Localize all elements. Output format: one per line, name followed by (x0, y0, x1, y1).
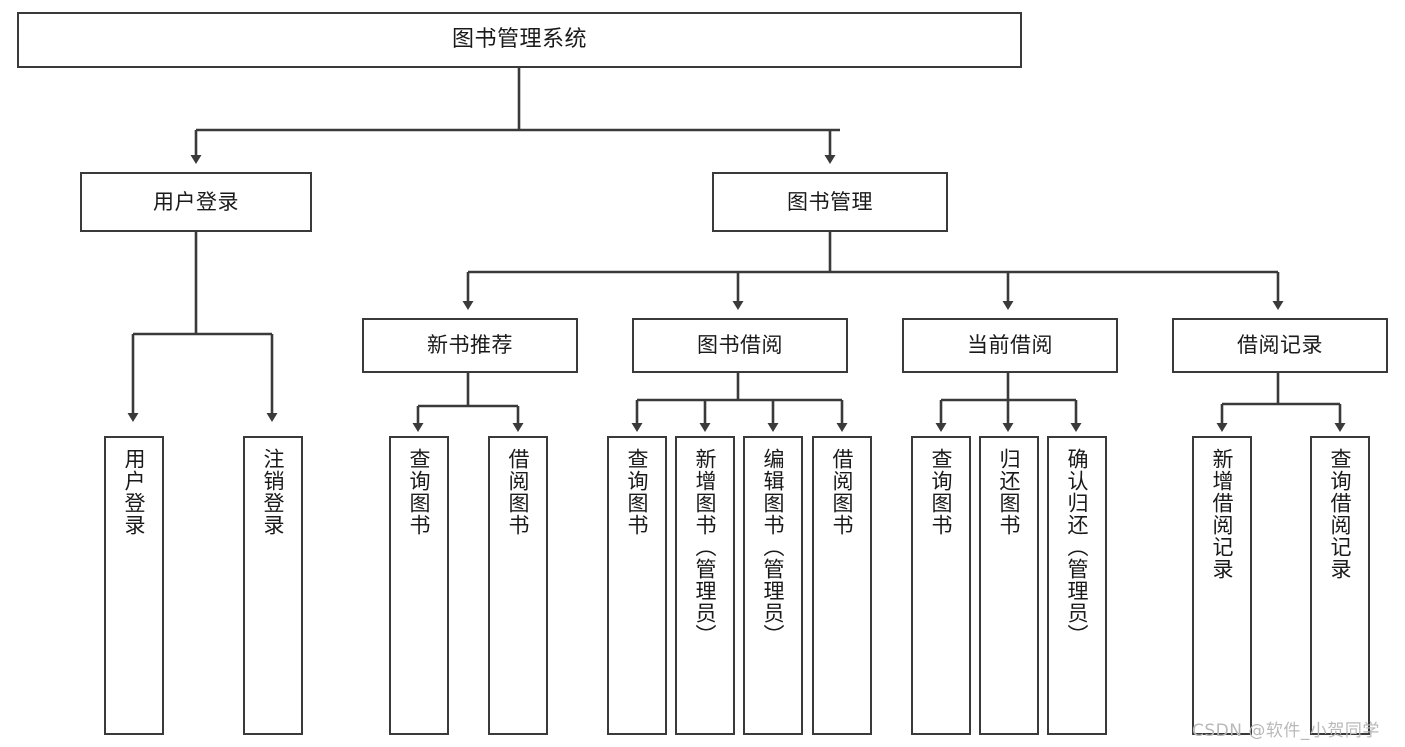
node-label: 图书管理 (787, 189, 873, 214)
leaf-borrow-book[interactable]: 借阅图书 (812, 436, 872, 735)
node-label: 借阅图书 (506, 448, 531, 536)
leaf-return-book[interactable]: 归还图书 (979, 436, 1039, 735)
node-label: 查询借阅记录 (1328, 448, 1353, 580)
csdn-watermark: CSDN @软件_小贺同学 (1192, 721, 1380, 741)
node-label: 借阅记录 (1237, 333, 1323, 358)
node-label: 注销登录 (261, 448, 286, 536)
leaf-logout[interactable]: 注销登录 (243, 436, 303, 735)
node-new-book-recommend[interactable]: 新书推荐 (362, 318, 578, 373)
node-label: 用户登录 (122, 448, 147, 536)
node-current-borrow[interactable]: 当前借阅 (902, 318, 1118, 373)
node-label: 查询图书 (407, 448, 432, 536)
leaf-borrow-book-recommend[interactable]: 借阅图书 (488, 436, 548, 735)
leaf-query-book-borrow[interactable]: 查询图书 (607, 436, 667, 735)
node-user-login[interactable]: 用户登录 (80, 172, 312, 232)
leaf-user-login[interactable]: 用户登录 (104, 436, 164, 735)
leaf-confirm-return-admin[interactable]: 确认归还（管理员） (1047, 436, 1107, 735)
node-label: 图书管理系统 (451, 27, 587, 53)
leaf-query-book-current[interactable]: 查询图书 (911, 436, 971, 735)
node-label: 新书推荐 (427, 333, 513, 358)
node-label: 借阅图书 (830, 448, 855, 536)
node-label: 新增借阅记录 (1210, 448, 1235, 580)
node-book-borrow[interactable]: 图书借阅 (632, 318, 848, 373)
node-label: 查询图书 (929, 448, 954, 536)
node-label: 查询图书 (625, 448, 650, 536)
node-label: 新增图书（管理员） (693, 448, 718, 646)
leaf-query-book-recommend[interactable]: 查询图书 (389, 436, 449, 735)
node-label: 编辑图书（管理员） (761, 448, 786, 646)
leaf-query-borrow-record[interactable]: 查询借阅记录 (1310, 436, 1370, 735)
node-book-management[interactable]: 图书管理 (712, 172, 948, 232)
node-label: 用户登录 (153, 189, 239, 214)
leaf-edit-book-admin[interactable]: 编辑图书（管理员） (743, 436, 803, 735)
node-label: 当前借阅 (967, 333, 1053, 358)
node-root-book-management-system[interactable]: 图书管理系统 (17, 12, 1022, 68)
node-label: 确认归还（管理员） (1065, 448, 1090, 646)
leaf-add-borrow-record[interactable]: 新增借阅记录 (1192, 436, 1252, 735)
node-borrow-record[interactable]: 借阅记录 (1172, 318, 1388, 373)
node-label: 归还图书 (997, 448, 1022, 536)
node-label: 图书借阅 (697, 333, 783, 358)
leaf-add-book-admin[interactable]: 新增图书（管理员） (675, 436, 735, 735)
